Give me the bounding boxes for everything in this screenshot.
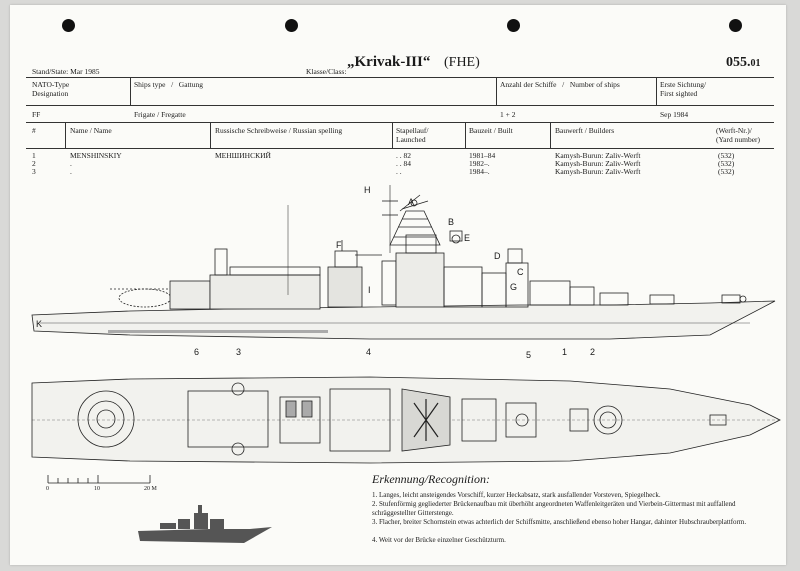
callout-1: 1	[562, 347, 568, 357]
row-builder: Kamysh-Burun: Zaliv-Werft	[555, 167, 641, 176]
first-sighted-header: Erste Sichtung/ First sighted	[660, 80, 707, 98]
row-built: 1984–.	[469, 167, 490, 176]
recognition-title: Erkennung/Recognition:	[372, 472, 490, 486]
callout-5: 5	[526, 350, 532, 360]
rule	[210, 122, 211, 148]
row-num: 2	[32, 159, 36, 168]
callout-k: K	[36, 319, 43, 329]
row-num: 3	[32, 167, 36, 176]
rule	[26, 148, 774, 149]
col-russian: Russische Schreibweise / Russian spellin…	[215, 126, 343, 135]
binder-hole	[285, 19, 298, 32]
number-of-ships-value: 1 + 2	[500, 110, 516, 119]
callout-6: 6	[194, 347, 200, 357]
callout-a: A	[408, 197, 415, 207]
callout-g: G	[510, 282, 518, 292]
rule	[26, 105, 774, 106]
class-label: Klasse/Class:	[306, 67, 347, 76]
callout-i: I	[368, 285, 371, 295]
rule	[496, 77, 497, 105]
row-built: 1982–.	[469, 159, 490, 168]
rule	[65, 122, 66, 148]
first-sighted-value: Sep 1984	[660, 110, 689, 119]
recognition-item: 2. Stufenförmig gegliederter Brückenaufb…	[372, 500, 736, 517]
data-sheet: Stand/State: Mar 1985 Klasse/Class: „Kri…	[10, 5, 786, 565]
rule	[656, 77, 657, 105]
ships-type-header: Ships type / Gattung	[134, 80, 203, 89]
binder-hole	[507, 19, 520, 32]
ship-profile-drawing	[31, 185, 781, 543]
sheet-number: 055.01	[726, 55, 761, 70]
callout-b: B	[448, 217, 455, 227]
row-yard: (532)	[718, 167, 735, 176]
rule	[130, 77, 131, 105]
row-yard: (532)	[718, 159, 735, 168]
col-name: Name / Name	[70, 126, 112, 135]
row-built: 1981–84	[469, 151, 496, 160]
row-name: .	[70, 159, 72, 168]
rule	[550, 122, 551, 148]
class-name: „Krivak-III“	[347, 54, 431, 70]
rule	[392, 122, 393, 148]
row-name: .	[70, 167, 72, 176]
row-yard: (532)	[718, 151, 735, 160]
number-of-ships-header: Anzahl der Schiffe / Number of ships	[500, 80, 620, 89]
callout-2: 2	[590, 347, 596, 357]
class-type: (FHE)	[444, 55, 480, 70]
state-date: Stand/State: Mar 1985	[32, 67, 100, 76]
row-name: MENSHINSKIY	[70, 151, 122, 160]
scale-ten: 10	[94, 486, 100, 492]
row-builder: Kamysh-Burun: Zaliv-Werft	[555, 151, 641, 160]
nato-header: NATO-Type Designation	[32, 80, 70, 98]
row-launched: . . 82	[396, 151, 411, 160]
callout-h: H	[364, 185, 371, 195]
rule	[26, 77, 774, 78]
ships-type-value: Frigate / Fregatte	[134, 110, 186, 119]
scale-zero: 0	[46, 486, 49, 492]
col-builders: Bauwerft / Builders	[555, 126, 615, 135]
recognition-item: 3. Flacher, breiter Schornstein etwas ac…	[372, 518, 747, 526]
callout-3: 3	[236, 347, 242, 357]
scale-twenty: 20 M	[144, 486, 157, 492]
col-built: Bauzeit / Built	[469, 126, 513, 135]
col-num: #	[32, 126, 36, 135]
nato-value: FF	[32, 110, 41, 119]
binder-hole	[729, 19, 742, 32]
recognition-item: 4. Weit vor der Brücke einzelner Geschüt…	[372, 536, 506, 544]
col-yard: (Werft-Nr.)/ (Yard number)	[716, 126, 761, 144]
callout-4: 4	[366, 347, 372, 357]
row-builder: Kamysh-Burun: Zaliv-Werft	[555, 159, 641, 168]
callout-f: F	[336, 240, 342, 250]
ship-silhouette	[138, 505, 272, 543]
rule	[465, 122, 466, 148]
row-russian: МЕНШИНСКИЙ	[215, 151, 271, 160]
rule	[26, 122, 774, 123]
callout-e: E	[464, 233, 471, 243]
col-launched: Stapellauf/ Launched	[396, 126, 429, 144]
row-launched: . .	[396, 167, 402, 176]
callout-c: C	[517, 267, 524, 277]
binder-hole	[62, 19, 75, 32]
row-num: 1	[32, 151, 36, 160]
row-launched: . . 84	[396, 159, 411, 168]
recognition-item: 1. Langes, leicht ansteigendes Vorschiff…	[372, 491, 661, 499]
callout-d: D	[494, 251, 501, 261]
